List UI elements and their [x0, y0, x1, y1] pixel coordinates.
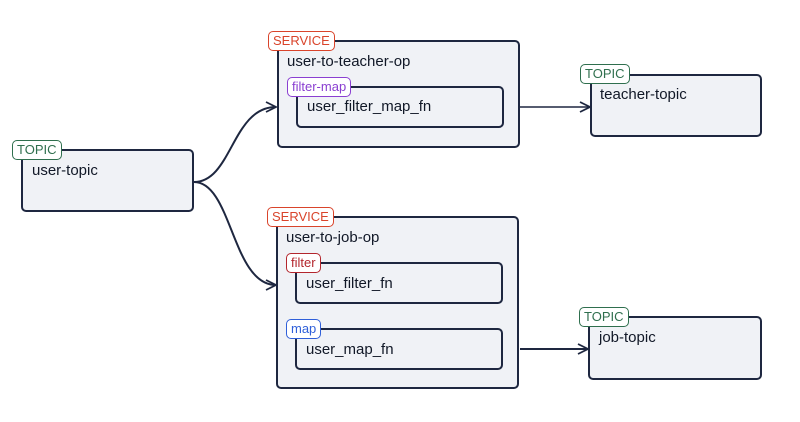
op-function-name: user_filter_map_fn [307, 98, 432, 115]
edge-user-topic-to-teacher-op [193, 107, 276, 183]
op-filter[interactable] [295, 262, 503, 304]
node-title: job-topic [599, 329, 656, 346]
node-title: user-to-teacher-op [287, 53, 411, 70]
node-title: user-to-job-op [286, 229, 380, 246]
node-title: teacher-topic [600, 86, 687, 103]
service-tag: SERVICE [267, 207, 334, 227]
topic-tag: TOPIC [579, 307, 629, 327]
filter-map-tag: filter-map [287, 77, 352, 97]
topic-tag: TOPIC [580, 64, 630, 84]
topic-tag: TOPIC [12, 140, 62, 160]
op-function-name: user_filter_fn [306, 275, 393, 292]
filter-tag: filter [286, 253, 321, 273]
op-map[interactable] [295, 328, 503, 370]
edge-user-topic-to-job-op [193, 181, 276, 285]
service-tag: SERVICE [268, 31, 335, 51]
teacher-topic-node[interactable] [590, 74, 762, 137]
map-tag: map [286, 319, 322, 339]
op-function-name: user_map_fn [306, 341, 394, 358]
node-title: user-topic [32, 162, 98, 179]
